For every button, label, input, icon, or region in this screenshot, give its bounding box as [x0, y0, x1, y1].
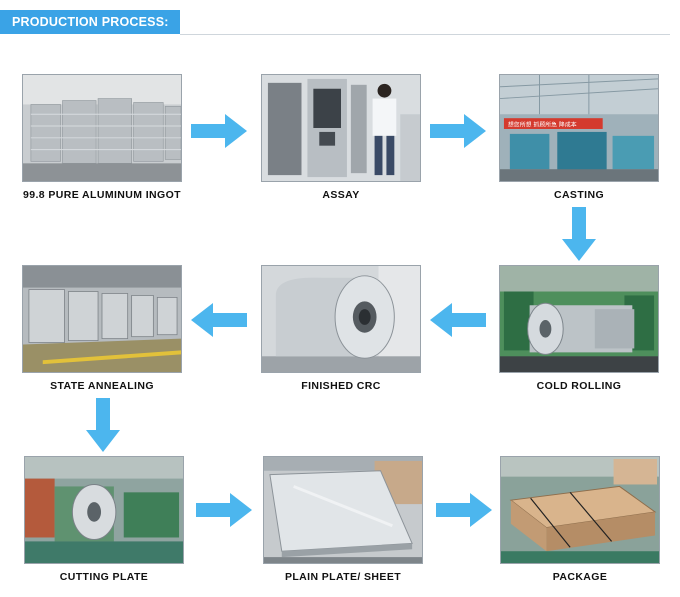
arrow-right-icon — [430, 114, 486, 148]
arrow-right-icon — [196, 493, 252, 527]
header-divider — [180, 34, 670, 35]
step-label: PACKAGE — [552, 571, 608, 583]
arrow-down-icon — [86, 398, 120, 452]
step-photo-package — [500, 456, 660, 564]
step-photo-state-annealing — [22, 265, 182, 373]
step-photo-cutting-plate — [24, 456, 184, 564]
arrow-left-icon — [430, 303, 486, 337]
step-label: ASSAY — [322, 189, 360, 201]
step-photo-finished-crc — [261, 265, 421, 373]
arrow-left-icon — [191, 303, 247, 337]
step-photo-plain-plate-sheet — [263, 456, 423, 564]
casting-banner-text: 想您所想 抓顾所急 降成本 — [508, 121, 577, 129]
step-label: FINISHED CRC — [301, 380, 381, 392]
step-label: STATE ANNEALING — [50, 380, 154, 392]
step-label: 99.8 PURE ALUMINUM INGOT — [23, 189, 181, 201]
section-title: PRODUCTION PROCESS: — [0, 10, 180, 34]
arrow-down-icon — [562, 207, 596, 261]
arrow-right-icon — [191, 114, 247, 148]
step-label: CASTING — [553, 189, 605, 201]
step-label: CUTTING PLATE — [59, 571, 149, 583]
step-photo-assay — [261, 74, 421, 182]
step-label: COLD ROLLING — [536, 380, 622, 392]
step-photo-cold-rolling — [499, 265, 659, 373]
step-photo-aluminum-ingot — [22, 74, 182, 182]
arrow-right-icon — [436, 493, 492, 527]
step-photo-casting: 想您所想 抓顾所急 降成本 — [499, 74, 659, 182]
step-label: PLAIN PLATE/ SHEET — [284, 571, 402, 583]
